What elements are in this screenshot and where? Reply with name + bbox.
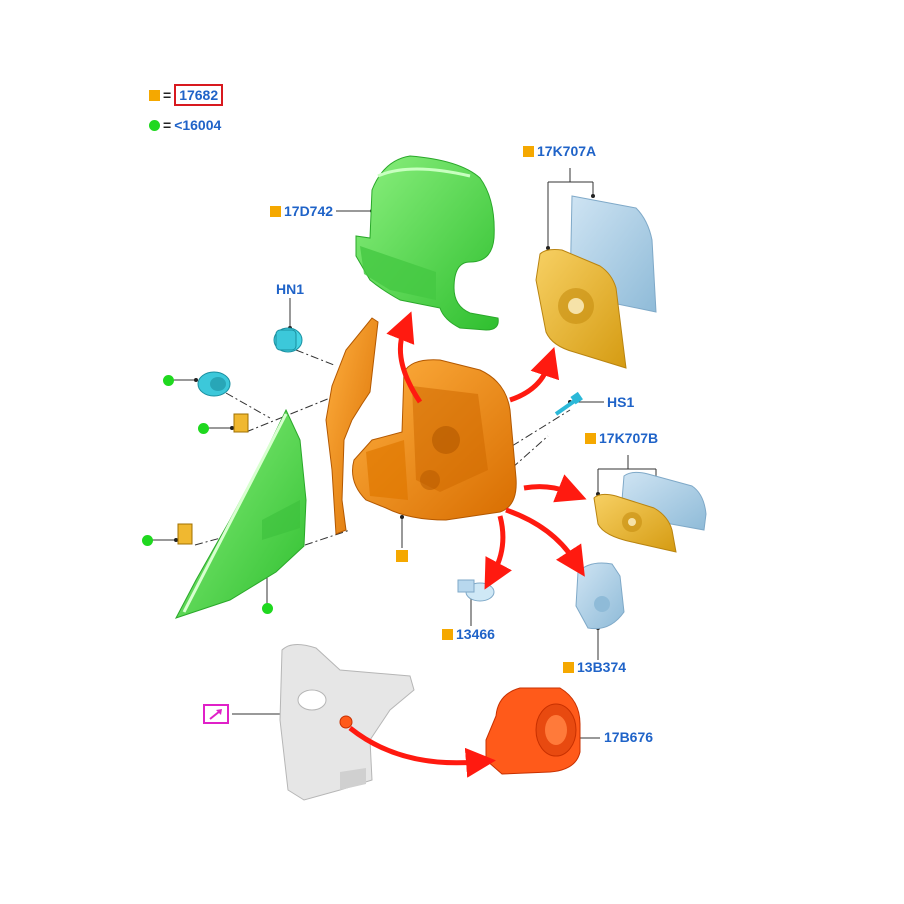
explode-arrows: [348, 311, 587, 778]
callout-screw[interactable]: HS1: [607, 394, 634, 410]
retainer-clip-upper[interactable]: [233, 413, 249, 433]
legend-circle-row: = <16004: [149, 117, 221, 133]
callout-bulb-label: 13466: [456, 626, 495, 642]
glass-lower-part[interactable]: [593, 471, 707, 553]
green-circle-icon[interactable]: [163, 375, 174, 386]
orange-square-icon[interactable]: [396, 550, 408, 562]
grommet-part[interactable]: [197, 371, 231, 397]
callout-glass-upper-label: 17K707A: [537, 143, 597, 159]
callout-lamp-label: 13B374: [577, 659, 627, 675]
reference-link-box[interactable]: [203, 704, 229, 724]
callout-glass-lower[interactable]: 17K707B: [585, 430, 658, 446]
legend-circle-equals: =: [163, 117, 172, 133]
callout-motor-label: 17B676: [604, 729, 654, 745]
callout-nut-label: HN1: [276, 281, 305, 297]
screw-part[interactable]: [554, 391, 583, 416]
orange-square-icon: [149, 89, 160, 101]
arrow-reference-icon: [209, 709, 222, 720]
glass-upper-part[interactable]: [535, 195, 657, 369]
callout-glass-upper[interactable]: 17K707A: [523, 143, 596, 159]
mirror-housing-part[interactable]: [325, 317, 517, 535]
lamp-part[interactable]: [575, 562, 625, 630]
nut-clip-part[interactable]: [273, 327, 303, 353]
motor-part[interactable]: [485, 687, 581, 775]
callout-motor[interactable]: 17B676: [604, 729, 653, 745]
mirror-cover-part[interactable]: [355, 155, 499, 331]
legend-square-equals: =: [163, 87, 172, 103]
retainer-clip-lower[interactable]: [177, 523, 193, 545]
callout-nut[interactable]: HN1: [276, 281, 304, 297]
green-circle-icon[interactable]: [198, 423, 209, 434]
green-circle-icon: [149, 119, 160, 131]
orange-square-icon: [270, 205, 281, 217]
legend-circle-code[interactable]: <16004: [174, 117, 222, 133]
mirror-bracket-part[interactable]: [279, 644, 415, 801]
callout-lamp[interactable]: 13B374: [563, 659, 626, 675]
callout-bulb[interactable]: 13466: [442, 626, 495, 642]
callout-cover[interactable]: 17D742: [270, 203, 333, 219]
orange-square-icon: [563, 661, 574, 673]
green-circle-icon[interactable]: [262, 603, 273, 614]
bulb-part[interactable]: [457, 579, 495, 602]
legend-square-row: = 17682: [149, 84, 224, 106]
callout-glass-lower-label: 17K707B: [599, 430, 659, 446]
mirror-base-cover-part[interactable]: [174, 408, 307, 619]
callout-screw-label: HS1: [607, 394, 635, 410]
orange-square-icon: [442, 628, 453, 640]
legend-square-code[interactable]: 17682: [174, 84, 224, 106]
orange-square-icon: [523, 145, 534, 157]
callout-cover-label: 17D742: [284, 203, 334, 219]
green-circle-icon[interactable]: [142, 535, 153, 546]
orange-square-icon: [585, 432, 596, 444]
